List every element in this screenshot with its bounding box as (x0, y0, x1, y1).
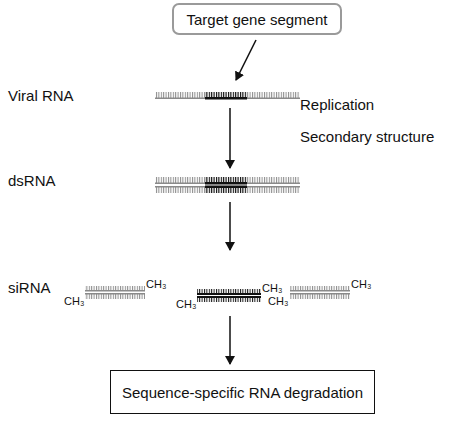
sirna-duplex (290, 286, 350, 299)
stage-label: Viral RNA (8, 87, 74, 104)
process-note: Secondary structure (300, 128, 434, 145)
arrow (229, 316, 231, 364)
methyl-group: CH₃ (262, 282, 282, 294)
arrow (236, 40, 256, 80)
stage-label: dsRNA (8, 172, 56, 189)
dsrna-strand (155, 177, 300, 193)
methyl-group: CH₃ (176, 298, 196, 310)
methyl-group: CH₃ (351, 278, 371, 290)
process-box: Target gene segment (172, 3, 342, 35)
result-box: Sequence-specific RNA degradation (110, 370, 375, 414)
arrow (229, 202, 231, 250)
methyl-group: CH₃ (64, 295, 84, 307)
stage-label: siRNA (8, 279, 51, 296)
box-text: Target gene segment (187, 11, 328, 28)
methyl-group: CH₃ (268, 295, 288, 307)
sirna-duplex (197, 289, 261, 302)
sirna-duplex (85, 286, 145, 299)
arrow (229, 108, 231, 168)
methyl-group: CH₃ (146, 278, 166, 290)
viral-rna-strand (155, 92, 300, 100)
box-text: Sequence-specific RNA degradation (122, 384, 363, 401)
process-note: Replication (300, 96, 374, 113)
